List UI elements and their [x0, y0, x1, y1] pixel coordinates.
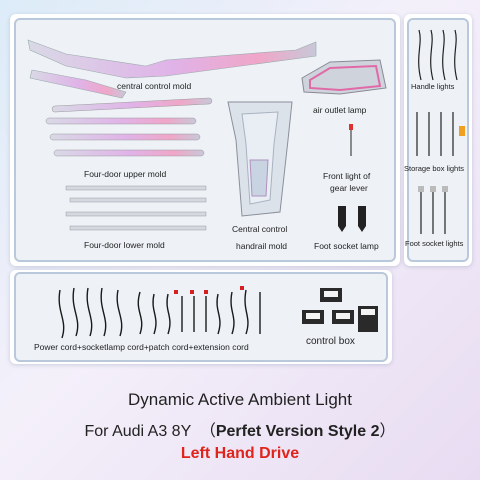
- foot-socket-lights-image: [418, 186, 448, 234]
- gear-lever-light-image: [349, 124, 353, 156]
- air-outlet-lamp-image: [301, 59, 387, 95]
- control-box-image: [302, 288, 378, 332]
- caption-line-2-bold: Perfet Version Style 2: [215, 423, 380, 440]
- cords-image: [58, 286, 261, 339]
- caption-line-2-suffix: ）: [379, 423, 396, 440]
- handle-lights-image: [418, 29, 458, 81]
- gear-lever-light-label-1: Front light of: [323, 171, 371, 181]
- central-handrail-mold-label-2: handrail mold: [236, 241, 288, 251]
- accessories-panel: Power cord+socketlamp cord+patch cord+ex…: [10, 270, 392, 364]
- handle-lights-label: Handle lights: [411, 82, 455, 91]
- control-box-label: control box: [306, 336, 355, 347]
- central-control-mold-image: [27, 39, 317, 99]
- central-handrail-mold-label-1: Central control: [232, 224, 288, 234]
- side-items-panel: Handle lights Storage box lights Foot so…: [404, 14, 472, 266]
- caption-line-3: Left Hand Drive: [180, 445, 300, 462]
- four-door-upper-mold-label: Four-door upper mold: [84, 169, 167, 179]
- foot-socket-lights-label: Foot socket lights: [405, 239, 464, 248]
- four-door-upper-mold-image: [45, 97, 213, 157]
- storage-box-lights-label: Storage box lights: [404, 164, 465, 173]
- foot-socket-lamp-image: [338, 206, 366, 232]
- caption-line-2: For Audi A3 8Y （Perfet Version Style 2）: [0, 417, 480, 441]
- foot-socket-lamp-label: Foot socket lamp: [314, 241, 379, 251]
- storage-box-lights-image: [416, 112, 465, 156]
- air-outlet-lamp-label: air outlet lamp: [313, 105, 367, 115]
- four-door-lower-mold-label: Four-door lower mold: [84, 240, 165, 250]
- caption-line-1: Dynamic Active Ambient Light: [128, 390, 352, 409]
- gear-lever-light-label-2: gear lever: [330, 183, 368, 193]
- four-door-lower-mold-image: [65, 185, 207, 231]
- caption-line-2-prefix: For Audi A3 8Y （: [84, 423, 216, 440]
- central-control-mold-label: central control mold: [117, 81, 192, 91]
- central-handrail-mold-image: [227, 101, 293, 217]
- main-components-panel: central control mold air outlet lamp Fou…: [10, 14, 400, 266]
- cords-label: Power cord+socketlamp cord+patch cord+ex…: [34, 342, 249, 352]
